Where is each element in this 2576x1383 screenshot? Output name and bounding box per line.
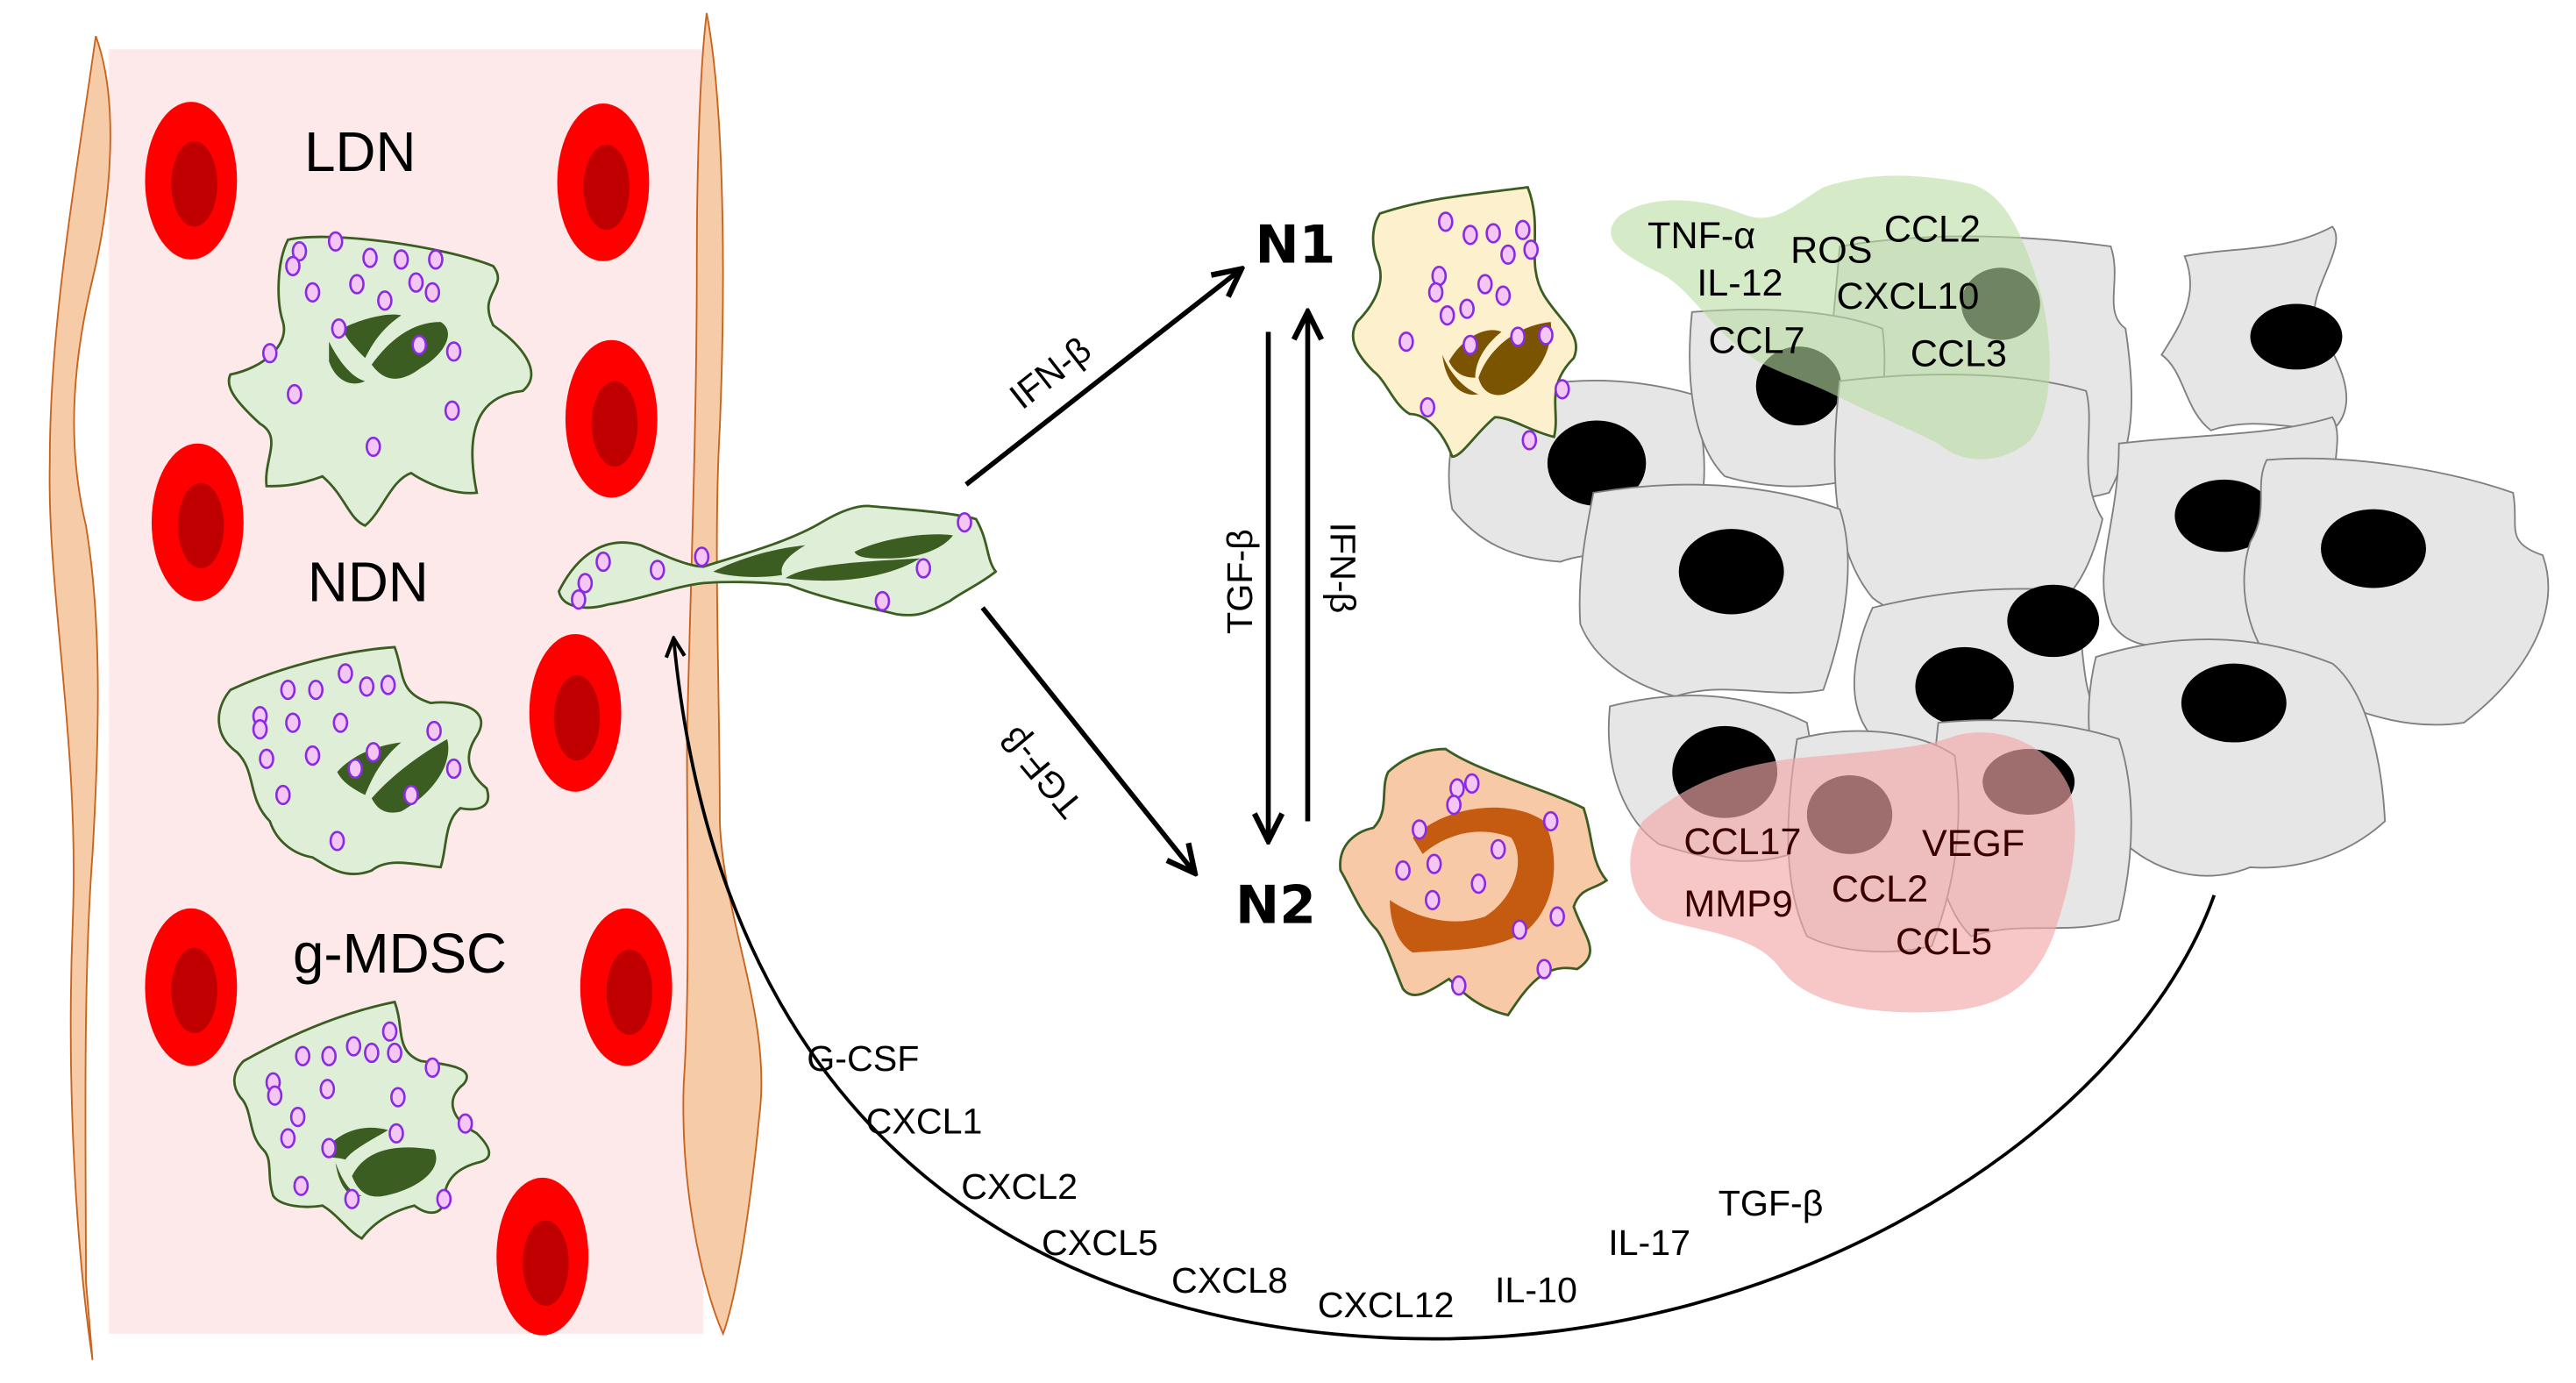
red-blood-cell	[151, 443, 244, 602]
polarization-arrows: IFN-β TGF-β TGF-β IFN-β N1 N2	[964, 215, 1363, 937]
tumor-cell	[2160, 225, 2348, 431]
n2-factor: CCL5	[1896, 921, 1992, 963]
n1-secretome: TNF-α ROS CCL2 IL-12 CXCL10 CCL7 CCL3	[1611, 175, 2050, 460]
label-ifn-beta-n2-to-n1: IFN-β	[1323, 523, 1363, 614]
arrow-to-n2	[980, 606, 1193, 871]
subset-label-gmdsc: g-MDSC	[293, 923, 507, 985]
recruitment-arrow	[674, 640, 2217, 1341]
recruitment-factor: CXCL1	[866, 1101, 983, 1141]
recruitment-factor: TGF-β	[1719, 1183, 1824, 1223]
vessel-wall-right	[682, 12, 763, 1337]
recruitment-factor: CXCL8	[1171, 1260, 1288, 1301]
recruitment-factor: G-CSF	[807, 1038, 919, 1079]
label-tgf-beta-to-n2: TGF-β	[992, 719, 1090, 825]
label-tgf-beta-n1-to-n2: TGF-β	[1220, 529, 1260, 634]
transmigrating-neutrophil	[557, 504, 998, 617]
red-blood-cell	[580, 908, 672, 1066]
neutrophil-gmdsc	[232, 1000, 491, 1240]
n1-factor: CXCL10	[1837, 275, 1980, 317]
n2-secretome-cloud	[1630, 732, 2075, 1013]
n1-factor: ROS	[1790, 230, 1872, 272]
recruitment-factor: IL-10	[1495, 1270, 1577, 1310]
n1-neutrophil	[1351, 185, 1577, 459]
recruitment-factor: CXCL2	[961, 1166, 1078, 1207]
recruitment-factor: CXCL5	[1042, 1223, 1158, 1263]
recruitment-factor: CXCL12	[1318, 1285, 1455, 1325]
red-blood-cell	[145, 102, 238, 260]
n2-secretome: CCL17 VEGF CCL2 MMP9 CCL5	[1630, 732, 2075, 1013]
n1-label: N1	[1256, 215, 1336, 276]
n2-factor: VEGF	[1922, 823, 2025, 865]
red-blood-cell	[145, 908, 238, 1066]
recruitment-factor: IL-17	[1608, 1223, 1690, 1263]
n1-factor: CCL7	[1708, 320, 1804, 362]
recruitment-arc: G-CSF CXCL1 CXCL2 CXCL5 CXCL8 CXCL12 IL-…	[674, 640, 2217, 1341]
tumor-cell	[2088, 638, 2387, 877]
red-blood-cell	[557, 103, 650, 261]
vessel-wall-left	[48, 35, 111, 1360]
arrow-to-n1	[964, 271, 1239, 487]
subset-label-ndn: NDN	[308, 551, 429, 613]
blood-vessel: LDN NDN g-MDSC	[48, 12, 763, 1360]
red-blood-cell	[529, 633, 622, 792]
n2-factor: MMP9	[1683, 883, 1792, 925]
n2-neutrophil	[1339, 747, 1609, 1017]
n2-factor: CCL17	[1683, 821, 1801, 863]
n1-factor: CCL3	[1911, 333, 2007, 375]
n1-factor: IL-12	[1697, 262, 1783, 304]
n1-factor: CCL2	[1884, 208, 1981, 250]
n2-label: N2	[1235, 875, 1316, 937]
label-ifn-beta-to-n1: IFN-β	[1002, 329, 1099, 417]
n1-secretome-cloud	[1611, 175, 2050, 460]
red-blood-cell	[565, 339, 658, 498]
subset-label-ldn: LDN	[304, 121, 416, 183]
red-blood-cell	[496, 1177, 589, 1336]
n1-factor: TNF-α	[1647, 215, 1755, 257]
neutrophil-ndn	[217, 645, 490, 875]
tumor-cell	[1578, 483, 1849, 698]
neutrophil-ldn	[227, 231, 533, 527]
n2-factor: CCL2	[1832, 868, 1928, 910]
